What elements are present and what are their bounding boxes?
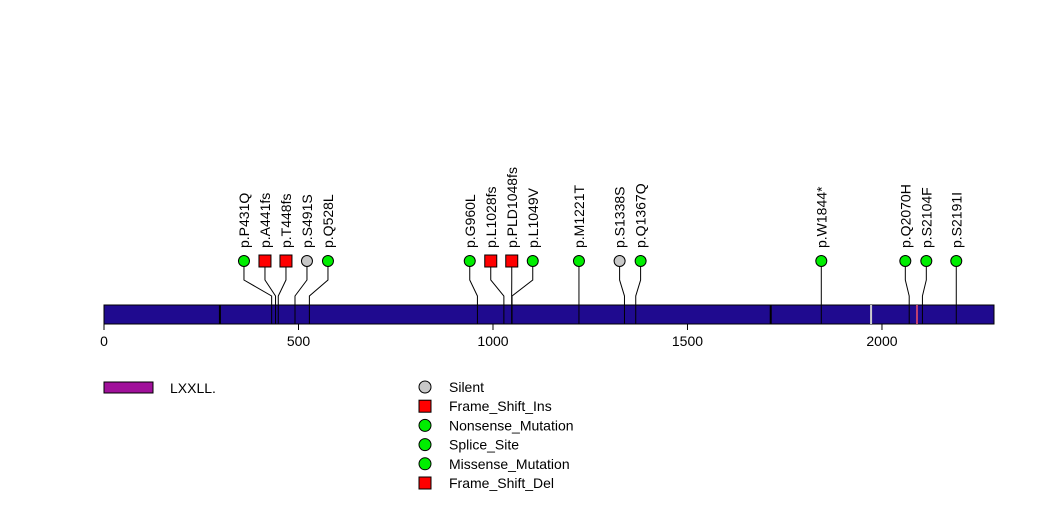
mutation-stem bbox=[243, 261, 273, 305]
legend-square-icon bbox=[418, 399, 432, 413]
mutation-label: p.P431Q bbox=[236, 193, 252, 248]
mutation-label: p.PLD1048fs bbox=[504, 167, 520, 248]
x-tick-label: 0 bbox=[100, 333, 108, 349]
mutation-stem bbox=[921, 261, 927, 305]
legend-mutation-label: Nonsense_Mutation bbox=[449, 417, 574, 433]
legend-mutation-label: Splice_Site bbox=[449, 437, 519, 453]
mutation-head-circle[interactable] bbox=[634, 255, 647, 267]
legend-mutation-label: Frame_Shift_Del bbox=[449, 475, 554, 491]
protein-bar bbox=[103, 304, 995, 325]
domain-mark bbox=[769, 305, 772, 324]
mutation-head-circle[interactable] bbox=[815, 255, 828, 267]
mutation-stem bbox=[511, 261, 534, 305]
legend-mutation-label: Missense_Mutation bbox=[449, 456, 570, 472]
mutation-head-square[interactable] bbox=[484, 254, 498, 268]
mutation-label: p.S1338S bbox=[612, 187, 628, 249]
legend-domain-swatch bbox=[103, 381, 154, 394]
x-axis: 0 500 1000 1500 2000 bbox=[100, 324, 898, 349]
mutation-head-circle[interactable] bbox=[463, 255, 476, 267]
mutation-head-circle[interactable] bbox=[950, 255, 963, 267]
mutation-label: p.S491S bbox=[299, 194, 315, 248]
mutation-stem bbox=[904, 261, 910, 305]
mutation-head-circle[interactable] bbox=[321, 255, 334, 267]
mutation-stem bbox=[308, 261, 329, 305]
legend-circle-icon bbox=[418, 457, 432, 471]
legend-domain-label: LXXLL. bbox=[170, 380, 216, 396]
mutation-head-circle[interactable] bbox=[237, 255, 250, 267]
mutation-stem bbox=[469, 261, 478, 305]
legend-mutation-label: Silent bbox=[449, 379, 484, 395]
mutation-head-square[interactable] bbox=[505, 254, 519, 268]
mutation-labels: p.P431Q p.A441fs p.T448fs p.S491S p.Q528L p.G… bbox=[236, 167, 964, 248]
domain-mark bbox=[218, 305, 221, 324]
mutation-head-circle[interactable] bbox=[899, 255, 912, 267]
mutation-stem bbox=[619, 261, 625, 305]
mutation-head-circle[interactable] bbox=[300, 255, 313, 267]
mutation-head-square[interactable] bbox=[279, 254, 293, 268]
mutation-label: p.W1844* bbox=[813, 186, 829, 248]
stems bbox=[243, 261, 957, 305]
domain-marks bbox=[218, 305, 918, 324]
mutation-head-square[interactable] bbox=[258, 254, 272, 268]
legend-circle-icon bbox=[418, 380, 432, 394]
legend: LXXLL. SilentFrame_Shift_InsNonsense_Muta… bbox=[103, 379, 574, 491]
mutation-head-circle[interactable] bbox=[572, 255, 585, 267]
mutation-label: p.L1049V bbox=[525, 187, 541, 248]
x-tick-label: 1500 bbox=[672, 333, 703, 349]
mutation-stem bbox=[490, 261, 505, 305]
legend-circle-icon bbox=[418, 438, 432, 452]
mutation-label: p.A441fs bbox=[257, 193, 273, 248]
domain-mark bbox=[870, 305, 873, 324]
mutation-label: p.L1028fs bbox=[483, 187, 499, 249]
domain-mark bbox=[915, 305, 918, 324]
mutation-stem bbox=[294, 261, 308, 305]
mutation-label: p.T448fs bbox=[278, 194, 294, 248]
mutation-head-circle[interactable] bbox=[613, 255, 626, 267]
mutation-label: p.S2104F bbox=[918, 187, 934, 248]
mutation-stem bbox=[264, 261, 277, 305]
mutation-head-circle[interactable] bbox=[920, 255, 933, 267]
legend-mutation-label: Frame_Shift_Ins bbox=[449, 398, 552, 414]
mutation-label: p.S2191I bbox=[948, 192, 964, 248]
x-tick-label: 1000 bbox=[477, 333, 508, 349]
mutation-head-circle[interactable] bbox=[526, 255, 539, 267]
mutation-stem bbox=[635, 261, 642, 305]
legend-square-icon bbox=[418, 476, 432, 490]
mutation-label: p.Q528L bbox=[320, 194, 336, 248]
mutation-label: p.G960L bbox=[462, 194, 478, 248]
legend-circle-icon bbox=[418, 418, 432, 432]
x-tick-label: 2000 bbox=[866, 333, 897, 349]
mutation-label: p.Q1367Q bbox=[633, 183, 649, 248]
mutation-stem bbox=[277, 261, 287, 305]
mutation-label: p.M1221T bbox=[571, 185, 587, 248]
mutation-heads bbox=[237, 254, 963, 268]
x-tick-label: 500 bbox=[287, 333, 311, 349]
mutation-label: p.Q2070H bbox=[897, 184, 913, 248]
bar-lines bbox=[271, 305, 957, 324]
